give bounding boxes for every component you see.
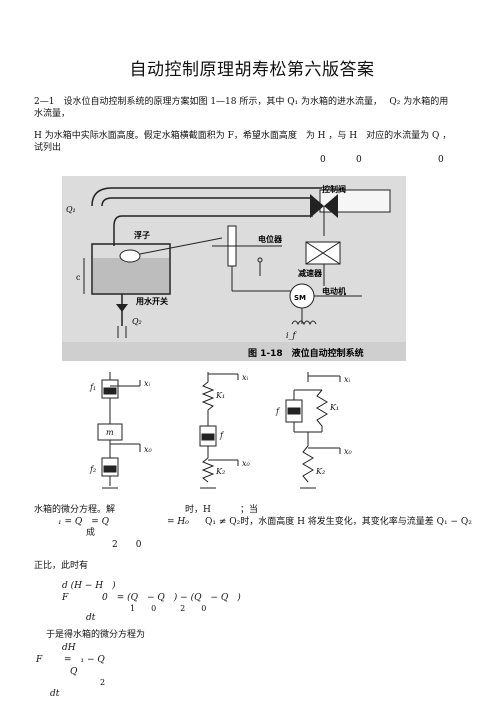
f-label-c: f <box>275 407 281 416</box>
eq2-Q: Q <box>70 667 78 677</box>
m-label: m <box>106 428 114 437</box>
eq1-body: 0 = (Q − Q ) − (Q − Q ) <box>102 593 241 603</box>
eq2-body: = ₁ − Q <box>64 655 105 665</box>
body-line-1c: ；当 <box>240 505 259 515</box>
subscript-0-a: 0 <box>320 155 326 165</box>
body-line-2b: = H₀ <box>167 517 189 527</box>
subscript-0-c: 0 <box>438 155 444 165</box>
float-label: 浮子 <box>134 230 150 240</box>
eq2-F: F <box>36 655 43 665</box>
eq1-subscripts: 1 0 2 0 <box>130 604 207 613</box>
eq1-F: F <box>62 593 69 603</box>
problem-line-3: H 为水箱中实际水面高度。假定水箱横截面积为 F，希望水面高度 为 H ，与 H… <box>34 131 452 141</box>
body-line-3: 成 <box>86 528 96 538</box>
k2-label-c: K₂ <box>315 467 325 476</box>
motor-label: 电动机 <box>322 286 346 296</box>
subscript-0-b: 0 <box>356 155 362 165</box>
xi-label-c: xᵢ <box>344 375 351 384</box>
body-line-5: 正比，此时有 <box>34 561 89 571</box>
liquid-level-control-diagram: 图 1-18 液位自动控制系统 Q₁ c 浮子 电位器 控制阀 减速器 SM 电… <box>62 176 406 361</box>
xi-label-b: xᵢ <box>242 373 249 382</box>
usage-switch-label: 用水开关 <box>135 296 168 306</box>
body-line-1b: 时，H <box>185 505 211 515</box>
control-valve-label: 控制阀 <box>322 184 346 194</box>
xo-label-b: x₀ <box>242 459 251 468</box>
k1-label-b: K₁ <box>215 391 225 400</box>
xo-label-a: x₀ <box>144 445 153 454</box>
motor-symbol: SM <box>294 294 306 302</box>
q2-label: Q₂ <box>132 317 142 326</box>
f1-label: f₁ <box>89 383 96 392</box>
page-title: 自动控制原理胡寿松第六版答案 <box>129 60 375 80</box>
problem-line-1: 2—1 设水位自动控制系统的原理方案如图 1—18 所示，其中 Q₁ 为水箱的进… <box>34 97 449 107</box>
body-line-2c: Q₁ ≠ Q₂时，水面高度 H 将发生变化，其变化率与流量差 Q₁ − Q₂ <box>205 517 472 527</box>
eq2-numerator: dH <box>62 643 76 653</box>
f2-label: f₂ <box>89 465 96 474</box>
body-line-1a: 水箱的微分方程。解 <box>34 505 116 515</box>
xi-label-a: xᵢ <box>144 379 151 388</box>
eq1-denominator: dt <box>86 613 96 623</box>
eq2-sub-2: 2 <box>100 678 106 687</box>
figure-caption: 图 1-18 液位自动控制系统 <box>248 347 364 359</box>
reducer-label: 减速器 <box>298 268 323 278</box>
potentiometer-label: 电位器 <box>258 234 283 244</box>
xo-label-c: x₀ <box>344 447 353 456</box>
k1-label-c: K₁ <box>329 403 339 412</box>
problem-line-2: 水流量， <box>34 109 71 119</box>
body-line-2a: ₁ = Q = Q <box>58 517 110 527</box>
k2-label-b: K₂ <box>215 467 225 476</box>
eq2-denominator: dt <box>50 689 60 699</box>
c-label: c <box>76 273 81 282</box>
eq1-numerator: d (H − H ) <box>62 581 116 591</box>
if-label: i_f <box>286 331 298 340</box>
problem-line-4: 试列出 <box>34 143 62 153</box>
body-line-4: 2 0 <box>112 540 142 550</box>
mechanical-systems-diagram: f₁ xᵢ m x₀ f₂ xᵢ K₁ f x₀ K₂ xᵢ f K₁ x₀ K… <box>89 372 353 489</box>
q1-label: Q₁ <box>66 205 76 214</box>
f-label-b: f <box>219 431 225 440</box>
body-line-6: 于是得水箱的微分方程为 <box>46 630 146 640</box>
